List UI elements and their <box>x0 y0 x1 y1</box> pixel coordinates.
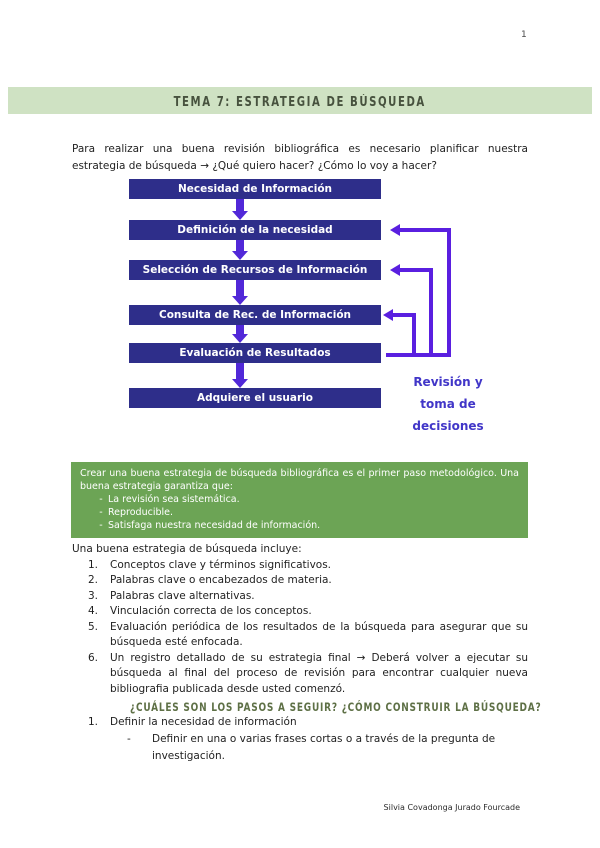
flowchart-arrows <box>232 199 451 388</box>
list-item: 5. Evaluación periódica de los resultado… <box>72 620 528 651</box>
list-item-text: Evaluación periódica de los resultados d… <box>110 620 528 649</box>
flow-step-consulta: Consulta de Rec. de Información <box>129 305 381 325</box>
callout-bullet: - La revisión sea sistemática. <box>80 493 519 506</box>
list-item-text: Palabras clave alternativas. <box>110 589 255 602</box>
bullet-text: La revisión sea sistemática. <box>108 494 240 505</box>
topic-banner: TEMA 7: ESTRATEGIA DE BÚSQUEDA <box>8 87 592 114</box>
down-arrow-icon <box>232 199 248 388</box>
search-strategy-flowchart: Necesidad de Información Definición de l… <box>0 175 600 460</box>
flow-step-necesidad: Necesidad de Información <box>129 179 381 199</box>
bullet-text: Reproducible. <box>108 507 174 518</box>
list-item-number: 6. <box>88 651 99 664</box>
bullet-dash: - <box>127 733 131 745</box>
flow-step-definicion: Definición de la necesidad <box>129 220 381 240</box>
callout-intro: Crear una buena estrategia de búsqueda b… <box>80 468 519 492</box>
list-item-text: Conceptos clave y términos significativo… <box>110 558 332 571</box>
page-number: 1 <box>521 30 527 40</box>
flow-step-seleccion: Selección de Recursos de Información <box>129 260 381 280</box>
list-item-text: Vinculación correcta de los conceptos. <box>110 605 312 617</box>
list-item-number: 1. <box>88 558 99 571</box>
flow-step-evaluacion: Evaluación de Resultados <box>129 343 381 363</box>
page-title: TEMA 7: ESTRATEGIA DE BÚSQUEDA <box>173 95 427 110</box>
sub-list-item: - Definir en una o varias frases cortas … <box>72 731 528 765</box>
section-heading: ¿CUÁLES SON LOS PASOS A SEGUIR? ¿CÓMO CO… <box>72 696 541 715</box>
list-item: 3. Palabras clave alternativas. <box>72 589 528 605</box>
list-item: 2. Palabras clave o encabezados de mater… <box>72 573 528 589</box>
list-item-number: 5. <box>88 620 99 633</box>
strategy-list-section: Una buena estrategia de búsqueda incluye… <box>72 542 528 697</box>
revision-label-line: Revisión y <box>413 375 483 389</box>
list-item-number: 4. <box>88 605 99 617</box>
list-item-number: 3. <box>88 589 99 602</box>
list-item-text: Un registro detallado de su estrategia f… <box>110 651 528 695</box>
bullet-text: Satisfaga nuestra necesidad de informaci… <box>108 520 321 531</box>
flow-step-adquiere: Adquiere el usuario <box>129 388 381 408</box>
bullet-dash: - <box>99 520 103 531</box>
strategy-callout-box: Crear una buena estrategia de búsqueda b… <box>71 462 528 538</box>
list-item: 1. Definir la necesidad de información <box>72 714 528 731</box>
steps-section: 1. Definir la necesidad de información -… <box>72 714 528 765</box>
revision-label-line: toma de <box>420 397 476 411</box>
list-item-text: Palabras clave o encabezados de materia. <box>110 574 332 586</box>
section-heading-text: ¿CUÁLES SON LOS PASOS A SEGUIR? ¿CÓMO CO… <box>130 700 542 714</box>
list-item-number: 2. <box>88 574 99 586</box>
footer-author: Silvia Covadonga Jurado Fourcade <box>383 803 520 812</box>
list-item-text: Definir la necesidad de información <box>110 716 297 728</box>
list-item-number: 1. <box>88 716 99 728</box>
intro-paragraph: Para realizar una buena revisión bibliog… <box>72 142 528 172</box>
list-item: 4. Vinculación correcta de los conceptos… <box>72 604 528 620</box>
callout-bullet: - Reproducible. <box>80 506 519 519</box>
revision-label-line: decisiones <box>412 419 484 433</box>
feedback-arrows <box>383 224 451 357</box>
list-item: 1. Conceptos clave y términos significat… <box>72 558 528 574</box>
strategy-list-intro: Una buena estrategia de búsqueda incluye… <box>72 543 302 555</box>
callout-bullet: - Satisfaga nuestra necesidad de informa… <box>80 519 519 532</box>
sub-list-item-text: Definir en una o varias frases cortas o … <box>152 733 496 762</box>
bullet-dash: - <box>99 494 103 505</box>
revision-side-label: Revisión y toma de decisiones <box>403 371 493 437</box>
list-item: 6. Un registro detallado de su estrategi… <box>72 651 528 698</box>
bullet-dash: - <box>99 507 103 518</box>
